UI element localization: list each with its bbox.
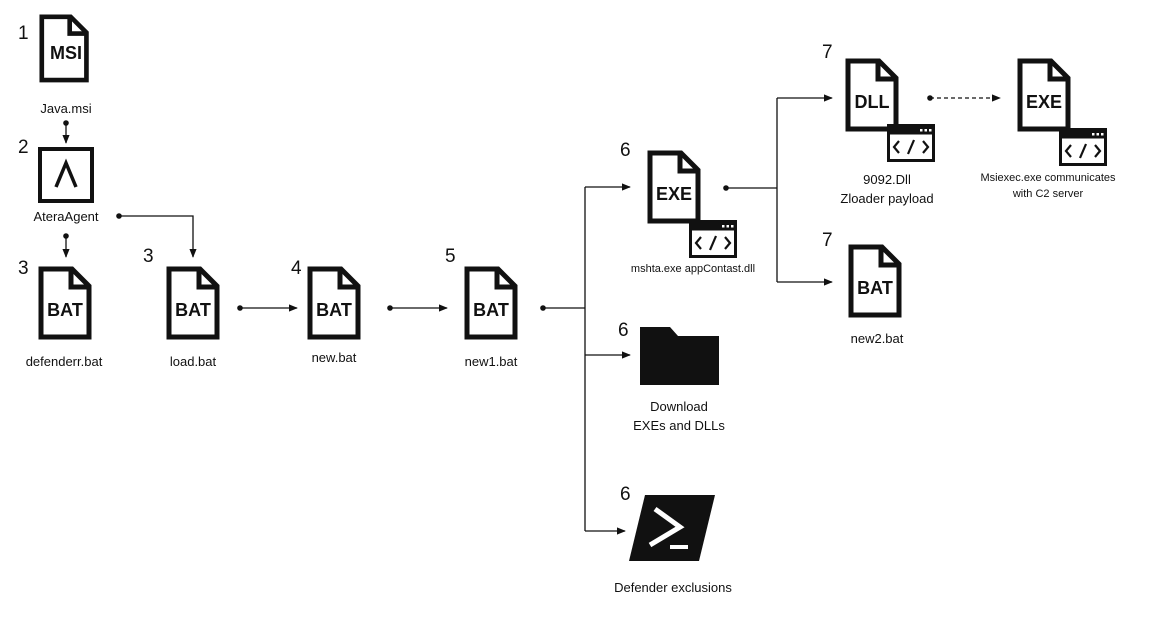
node-label: Defender exclusions xyxy=(614,580,732,595)
node-label: mshta.exe appContast.dll xyxy=(631,263,755,275)
step-number: 6 xyxy=(618,320,629,341)
edge-new1-branches xyxy=(540,183,631,535)
edge-mshta-branches xyxy=(723,94,833,286)
step-number: 4 xyxy=(291,258,302,279)
node-new2-bat: 7 BAT new2.bat xyxy=(822,230,904,346)
step-number: 3 xyxy=(143,246,154,267)
node-label: defenderr.bat xyxy=(26,354,103,369)
step-number: 1 xyxy=(18,23,29,44)
atera-caret-icon xyxy=(38,147,94,203)
node-label: new2.bat xyxy=(851,331,904,346)
node-defender-exclusions: 6 Defender exclusions xyxy=(614,484,732,595)
file-type-label: BAT xyxy=(316,300,352,320)
node-label-line2: with C2 server xyxy=(1012,188,1084,200)
node-label: AteraAgent xyxy=(33,209,98,224)
edge-java-to-atera xyxy=(62,120,70,144)
node-zloader-dll: 7 DLL 9092.Dll Zloader payload xyxy=(822,42,935,206)
file-type-label: BAT xyxy=(47,300,83,320)
file-type-label: MSI xyxy=(50,43,82,63)
node-download-folder: 6 Download EXEs and DLLs xyxy=(618,320,725,433)
edge-new-to-new1 xyxy=(387,304,448,312)
code-window-icon xyxy=(887,124,935,162)
node-label-line1: Download xyxy=(650,399,708,414)
node-label-line2: EXEs and DLLs xyxy=(633,418,725,433)
file-type-label: BAT xyxy=(473,300,509,320)
edge-dll-to-msiexec xyxy=(927,94,1001,102)
file-type-label: EXE xyxy=(1026,92,1062,112)
connectors xyxy=(62,94,1001,535)
step-number: 6 xyxy=(620,484,631,505)
folder-icon xyxy=(640,327,719,385)
file-type-label: BAT xyxy=(175,300,211,320)
step-number: 7 xyxy=(822,230,833,251)
node-msiexec-exe: EXE Msiexec.exe communicates with C2 ser… xyxy=(980,61,1116,200)
edge-atera-to-load xyxy=(116,213,197,258)
node-label-line1: Msiexec.exe communicates xyxy=(980,172,1116,184)
file-type-label: DLL xyxy=(855,92,890,112)
edge-load-to-new xyxy=(237,304,298,312)
node-atera-agent: 2 AteraAgent xyxy=(18,137,99,224)
node-new-bat: 4 BAT new.bat xyxy=(291,258,358,365)
file-type-label: BAT xyxy=(857,278,893,298)
code-window-icon xyxy=(1059,128,1107,166)
node-label-line1: 9092.Dll xyxy=(863,172,911,187)
node-mshta-exe: 6 EXE mshta.exe appContast.dll xyxy=(620,140,755,275)
node-label: load.bat xyxy=(170,354,217,369)
step-number: 7 xyxy=(822,42,833,63)
node-label: new.bat xyxy=(312,350,357,365)
step-number: 5 xyxy=(445,246,456,267)
node-defenderr-bat: 3 BAT defenderr.bat xyxy=(18,258,103,369)
edge-atera-to-defenderr xyxy=(62,233,70,258)
step-number: 3 xyxy=(18,258,29,279)
node-label-line2: Zloader payload xyxy=(840,191,933,206)
step-number: 6 xyxy=(620,140,631,161)
node-label: Java.msi xyxy=(40,101,91,116)
node-java-msi: 1 MSI Java.msi xyxy=(18,17,92,116)
step-number: 2 xyxy=(18,137,29,158)
node-label: new1.bat xyxy=(465,354,518,369)
powershell-icon xyxy=(629,495,715,561)
node-new1-bat: 5 BAT new1.bat xyxy=(445,246,518,369)
node-load-bat: 3 BAT load.bat xyxy=(143,246,217,369)
code-window-icon xyxy=(689,220,737,258)
file-type-label: EXE xyxy=(656,184,692,204)
